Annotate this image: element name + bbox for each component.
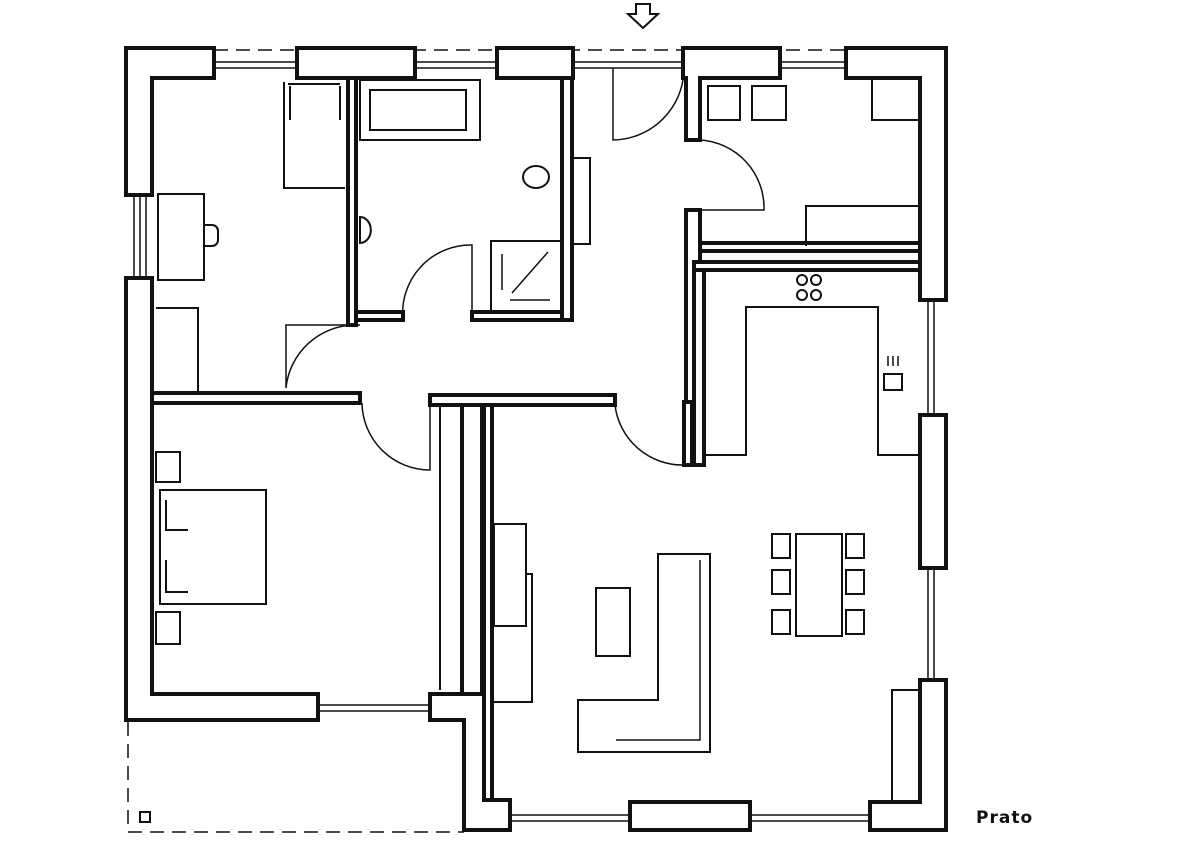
- windows: [133, 61, 935, 822]
- sink-icon: [883, 356, 903, 391]
- furniture: [155, 79, 918, 802]
- doors: [285, 68, 765, 471]
- post-marker: [139, 811, 151, 823]
- stove-icon: [796, 274, 822, 301]
- walls: [124, 46, 948, 832]
- entrance-arrow-icon: [625, 3, 661, 30]
- outdoor-label-prato: Prato: [976, 808, 1034, 828]
